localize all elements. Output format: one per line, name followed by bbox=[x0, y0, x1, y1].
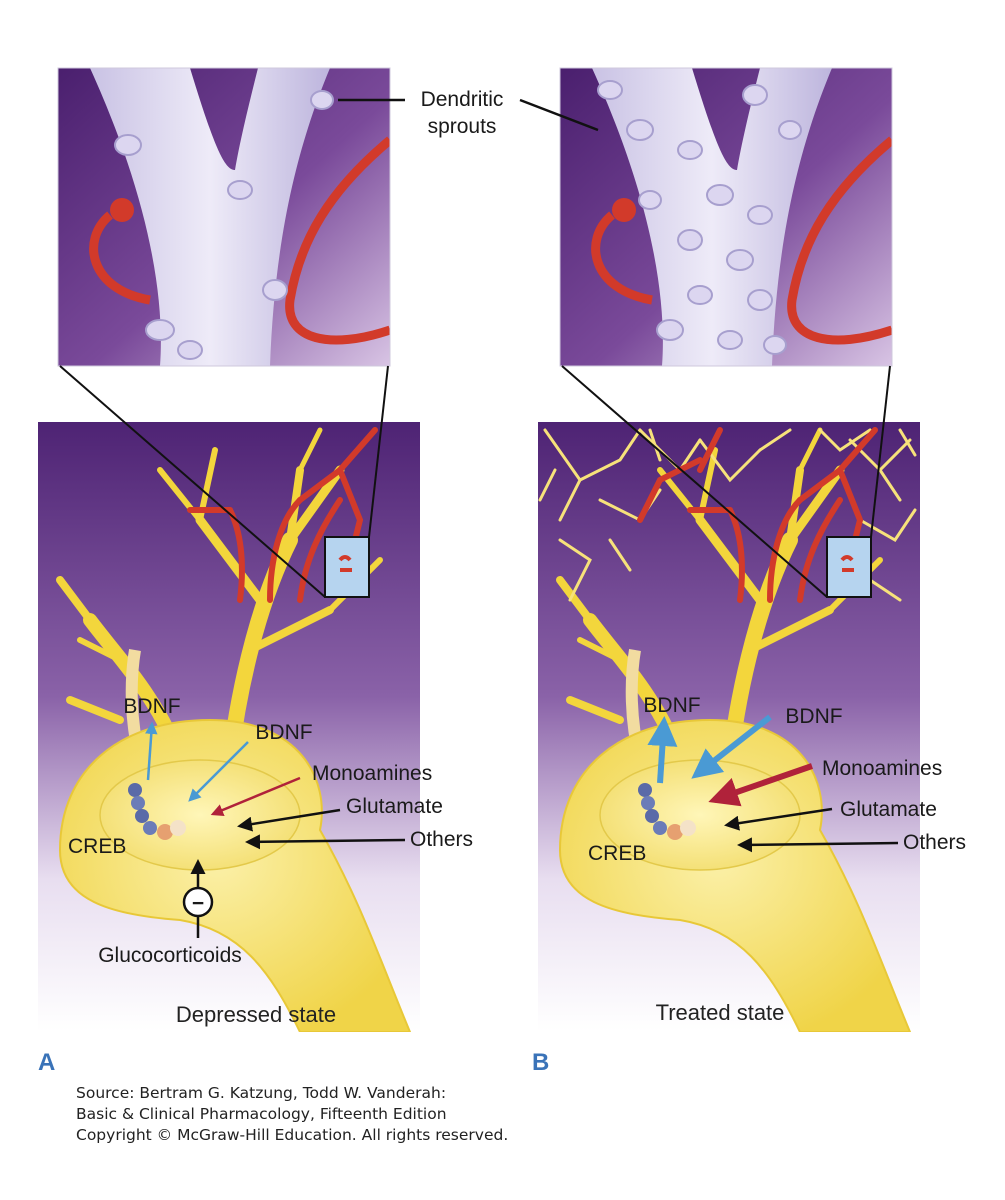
caption-depressed: Depressed state bbox=[176, 1002, 336, 1027]
source-line-3: Copyright © McGraw-Hill Education. All r… bbox=[76, 1126, 508, 1144]
zoom-lines bbox=[59, 365, 891, 598]
label-glutamate-b: Glutamate bbox=[840, 798, 937, 821]
label-creb-a: CREB bbox=[68, 835, 126, 858]
caption-treated: Treated state bbox=[656, 1000, 785, 1025]
neuron-depressed bbox=[38, 422, 420, 1032]
label-glutamate-a: Glutamate bbox=[346, 795, 443, 818]
label-bdnf-b2: BDNF bbox=[785, 705, 842, 728]
label-others-b: Others bbox=[903, 831, 966, 854]
inset-depressed bbox=[58, 68, 390, 366]
creb-complex bbox=[128, 783, 186, 840]
inhibition-symbol bbox=[182, 886, 214, 918]
label-monoamines-b: Monoamines bbox=[822, 757, 942, 780]
label-bdnf-a1: BDNF bbox=[123, 695, 180, 718]
label-sprouts: sprouts bbox=[428, 115, 497, 138]
dendritic-sprouts-callout: Dendritic sprouts bbox=[338, 88, 599, 138]
spine bbox=[310, 90, 334, 110]
neuron-treated bbox=[538, 422, 920, 1032]
source-line-2: Basic & Clinical Pharmacology, Fifteenth… bbox=[76, 1105, 447, 1123]
nucleus bbox=[99, 759, 301, 871]
panel-letter-a: A bbox=[38, 1049, 55, 1076]
inset-treated bbox=[560, 68, 892, 366]
label-bdnf-a2: BDNF bbox=[255, 721, 312, 744]
panel-letter-b: B bbox=[532, 1049, 549, 1076]
source-credit: Source: Bertram G. Katzung, Todd W. Vand… bbox=[76, 1084, 508, 1144]
label-bdnf-b1: BDNF bbox=[643, 694, 700, 717]
annotations-depressed: − BDNF BDNF Monoamines Glutamate Others … bbox=[68, 695, 473, 1027]
label-dendritic: Dendritic bbox=[421, 88, 504, 111]
source-line-1: Source: Bertram G. Katzung, Todd W. Vand… bbox=[76, 1084, 446, 1102]
label-others-a: Others bbox=[410, 828, 473, 851]
minus-sign: − bbox=[192, 892, 204, 915]
label-creb-b: CREB bbox=[588, 842, 646, 865]
label-glucocorticoids: Glucocorticoids bbox=[98, 944, 242, 967]
axon-red bbox=[285, 136, 390, 345]
annotations-treated: BDNF BDNF Monoamines Glutamate Others CR… bbox=[588, 694, 966, 1025]
label-monoamines-a: Monoamines bbox=[312, 762, 432, 785]
